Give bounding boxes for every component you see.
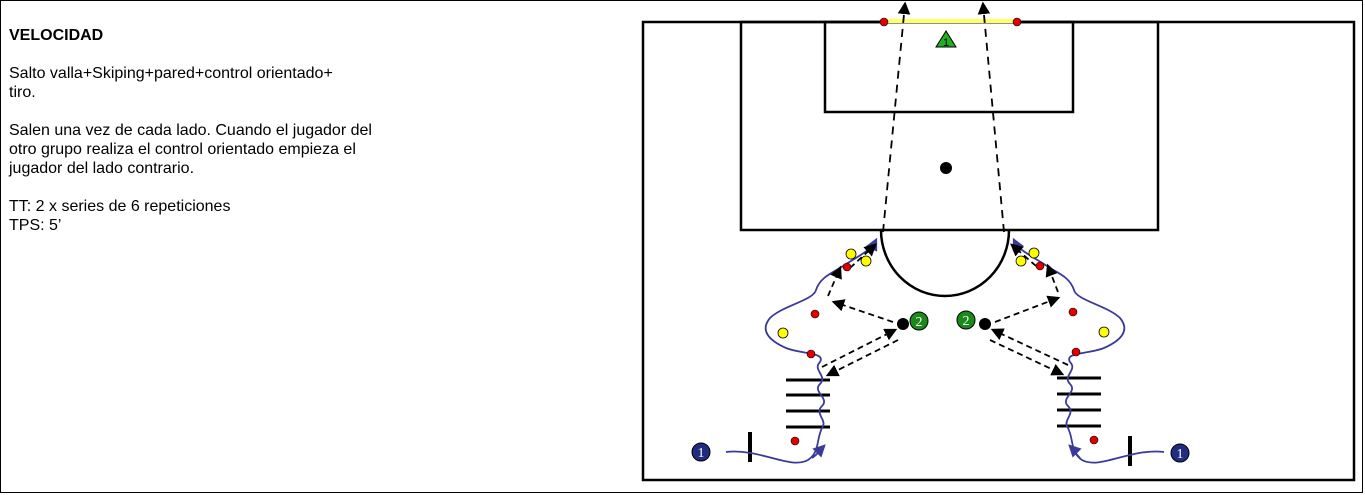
shot-paths (882, 1, 1005, 233)
goal-post-right (1012, 17, 1022, 27)
penalty-area (739, 20, 1160, 232)
pass-right-3 (994, 295, 1061, 323)
pass-right-5 (1010, 243, 1037, 267)
yellow-cones (777, 247, 1110, 339)
cone-yellow (860, 255, 872, 267)
pass-left-1 (821, 328, 898, 368)
ball-left (897, 318, 909, 330)
drill-exercise-text: Salto valla+Skiping+pared+control orient… (9, 65, 333, 101)
shot-path-left (882, 1, 911, 233)
cone-red (806, 349, 816, 359)
cone-yellow (1098, 326, 1110, 338)
drill-load-text: TT: 2 x series de 6 repeticiones TPS: 5’ (9, 198, 231, 234)
svg-text:1: 1 (698, 446, 705, 461)
goal-post-left (879, 17, 889, 27)
svg-text:1: 1 (1177, 447, 1184, 462)
run-path-right (1012, 237, 1165, 464)
pass-lines (821, 243, 1069, 377)
cone-yellow (777, 327, 789, 339)
cone-red (1035, 261, 1045, 271)
goalkeeper-number: 1 (943, 37, 949, 49)
red-cones (790, 261, 1099, 446)
pass-left-2 (825, 339, 899, 377)
drill-title: VELOCIDAD (9, 27, 104, 44)
player-wall-left: 2 (909, 311, 929, 331)
pass-right-1 (990, 328, 1069, 366)
cone-red (1071, 347, 1081, 357)
cone-yellow (1028, 247, 1040, 259)
cone-yellow (1015, 255, 1027, 267)
cone-red (790, 436, 800, 446)
svg-text:2: 2 (963, 314, 970, 329)
pass-right-2 (989, 339, 1065, 376)
player-start-left: 1 (691, 442, 711, 462)
hurdles-right (1057, 376, 1101, 428)
pass-left-3 (831, 299, 894, 323)
penalty-spot (940, 162, 952, 174)
run-paths (725, 237, 1165, 464)
ball-right (979, 318, 991, 330)
cone-yellow (845, 248, 857, 260)
cone-red (1089, 435, 1099, 445)
cone-red (1068, 307, 1078, 317)
run-path-left-exit (811, 444, 826, 459)
player-start-right: 1 (1170, 443, 1190, 463)
pass-left-4 (827, 265, 842, 297)
pitch-outline (641, 20, 1356, 482)
pass-left-5 (849, 243, 877, 269)
shot-path-right (977, 1, 1005, 233)
run-path-right-exit (1068, 444, 1082, 459)
pass-right-4 (1045, 263, 1059, 293)
pitch-lines (641, 20, 1356, 482)
svg-text:2: 2 (916, 315, 923, 330)
cone-red (842, 262, 852, 272)
goalkeeper-icon (935, 30, 957, 48)
drill-instructions-text: Salen una vez de cada lado. Cuando el ju… (9, 122, 372, 177)
drill-description-panel: VELOCIDAD Salto valla+Skiping+pared+cont… (9, 26, 529, 254)
cone-red (810, 309, 820, 319)
player-wall-right: 2 (956, 310, 976, 330)
penalty-arc (879, 229, 1011, 298)
